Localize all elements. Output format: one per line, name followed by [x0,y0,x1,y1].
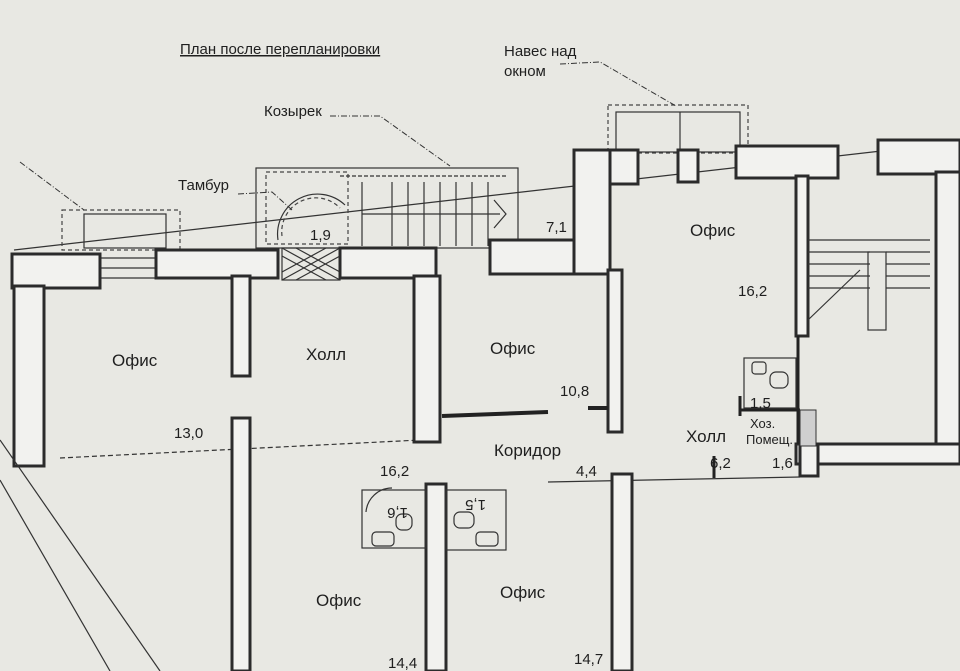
room-corridor: Коридор [494,441,561,460]
leader-porch [19,161,85,211]
area-corridor-top: 16,2 [380,463,409,480]
diagonal-edge [0,439,161,671]
room-storage-2: Помещ. [746,432,793,447]
vestibule-label: Тамбур [178,177,229,194]
room-hall-left: Холл [306,345,346,364]
canopy-label-2: окном [504,63,546,80]
plan-title: План после перепланировки [180,41,380,58]
wc-left [361,487,427,549]
area-wc-center: 1,5 [465,496,486,513]
room-office-bottom-center: Офис [500,583,546,602]
room-storage-1: Хоз. [750,416,775,431]
leader-canopy [559,61,677,107]
walls [10,138,960,671]
leader-vestibule [237,191,293,211]
canopy-label: Навес над [504,43,577,60]
area-corridor-mid: 4,4 [576,463,597,480]
wc-center [445,489,507,551]
room-office-center: Офис [490,339,536,358]
area-vestibule: 1,9 [310,227,331,244]
area-wc-right: 1,5 [750,395,771,412]
area-stair: 7,1 [546,219,567,236]
porch-left [61,209,181,279]
area-storage: 1,6 [772,455,793,472]
room-office-right: Офис [690,221,736,240]
area-office-left: 13,0 [174,425,203,442]
room-office-left: Офис [112,351,158,370]
visor-label: Козырек [264,103,322,120]
room-office-bottom-left: Офис [316,591,362,610]
area-wc-left: 1,6 [387,504,408,521]
area-office-bottom-center: 14,7 [574,651,603,668]
staircase-right [807,239,930,331]
corridor-line-right [547,476,801,483]
room-hall-right: Холл [686,427,726,446]
area-office-right: 16,2 [738,283,767,300]
area-hall-right: 6,2 [710,455,731,472]
leader-visor [330,115,451,167]
area-office-bottom-left: 14,4 [388,655,417,671]
partition [441,410,549,418]
wc-right [743,357,797,409]
area-office-center: 10,8 [560,383,589,400]
